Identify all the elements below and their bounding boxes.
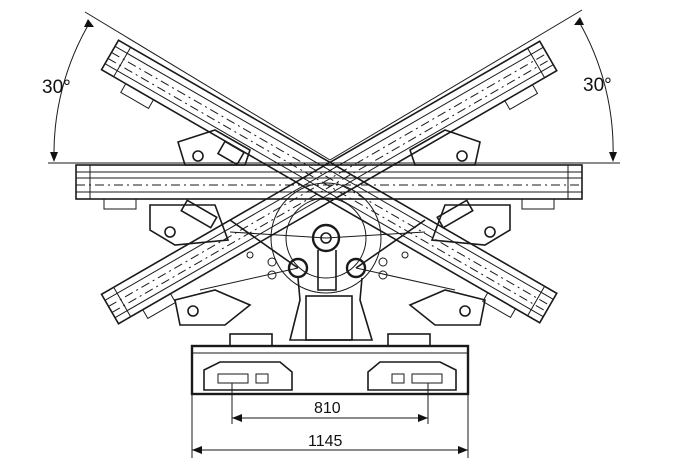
- upper-right-bracket: [409, 129, 481, 166]
- right-arc-arrow-bottom: [609, 152, 617, 162]
- level-platform: [75, 164, 583, 210]
- middle-right-bracket: [430, 204, 511, 246]
- left-cylinder: [180, 199, 218, 229]
- right-cylinder: [436, 199, 474, 229]
- pedestal-base: [190, 277, 470, 396]
- inner-width-label: 810: [314, 400, 341, 417]
- lower-left-bracket: [174, 289, 252, 326]
- left-base-pocket: [203, 361, 293, 391]
- main-pivot: [311, 223, 341, 253]
- right-angle-leg: [329, 9, 583, 161]
- platform-frame: [75, 164, 583, 200]
- upper-left-bracket: [177, 129, 251, 166]
- right-angle-arc: [577, 19, 614, 161]
- pedestal-box: [305, 295, 353, 341]
- left-angle-arc: [53, 21, 91, 161]
- left-platform-foot: [103, 198, 137, 210]
- right-arc-arrow-top: [574, 17, 584, 25]
- pivot-mechanism: [180, 140, 474, 294]
- right-base-pocket: [367, 361, 457, 391]
- left-base-block: [229, 333, 273, 347]
- right-base-block: [387, 333, 431, 347]
- right-angle-label: 30°: [583, 75, 612, 96]
- left-angle-leg: [84, 11, 331, 161]
- left-link-pin: [287, 257, 309, 279]
- platform-tilted-left: [100, 40, 558, 325]
- right-platform-foot: [521, 198, 555, 210]
- dimension-inner-width: 810: [231, 383, 429, 424]
- lower-right-bracket: [408, 289, 486, 326]
- left-arc-arrow-bottom: [50, 152, 58, 162]
- left-angle-label: 30°: [42, 77, 71, 98]
- platform-tilted-right: [100, 39, 558, 324]
- outer-width-label: 1145: [308, 433, 343, 450]
- angle-construction: 30° 30°: [42, 9, 620, 164]
- middle-left-bracket: [149, 204, 230, 246]
- left-arc-arrow-top: [84, 19, 94, 27]
- mounting-brackets: [149, 129, 511, 326]
- right-link-pin: [345, 257, 367, 279]
- base-frame: [190, 344, 470, 396]
- center-post: [317, 250, 337, 291]
- dimension-outer-width: 1145: [191, 394, 469, 458]
